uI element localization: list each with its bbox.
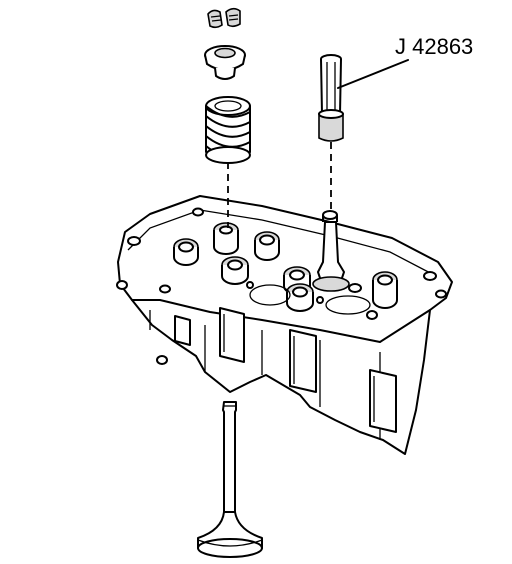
valve: [197, 401, 263, 558]
valve-guide: [213, 222, 239, 255]
cylinder-head: [116, 195, 453, 455]
spring-retainer: [204, 45, 246, 80]
tool-number-label: J 42863: [395, 34, 473, 59]
side-ports: [174, 307, 397, 433]
deck-bolt-holes: [116, 207, 447, 365]
valve-keepers: [207, 7, 241, 29]
tool-callout: J 42863: [337, 34, 473, 89]
chamber-details: [246, 281, 371, 315]
assembly-centerlines: [227, 142, 332, 228]
seal-installer-tool: [318, 54, 344, 142]
valve-bosses: [173, 231, 398, 312]
callout-leader-line: [337, 59, 409, 89]
installed-seal-tool: [312, 210, 350, 292]
valve-spring: [205, 96, 251, 164]
